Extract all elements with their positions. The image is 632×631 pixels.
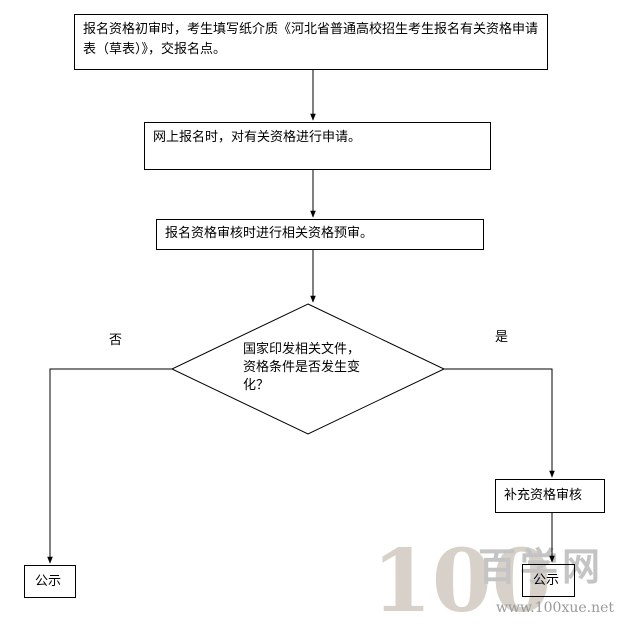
connector-no-branch <box>47 368 172 564</box>
watermark-url: www.100xue.net <box>496 600 614 616</box>
publicize-right-box: 公示 <box>522 564 575 597</box>
step1-text: 报名资格初审时，考生填写纸介质《河北省普通高校招生考生报名有关资格申请表（草表）… <box>83 22 539 57</box>
publicize-left-box: 公示 <box>24 565 76 598</box>
watermark: 100 百学网 www.100xue.net <box>372 531 614 631</box>
decision-diamond <box>170 303 446 435</box>
yes-label: 是 <box>495 330 509 345</box>
watermark-chinese: 百学网 <box>478 545 604 589</box>
step2-box: 网上报名时，对有关资格进行申请。 <box>144 122 491 170</box>
connector-yes-branch <box>444 368 555 478</box>
decision-text: 国家印发相关文件，资格条件是否发生变化？ <box>243 342 361 393</box>
step3-text: 报名资格审核时进行相关资格预审。 <box>165 226 374 241</box>
supplement-box: 补充资格审核 <box>495 479 605 513</box>
watermark-digits: 100 <box>372 531 552 631</box>
supplement-text: 补充资格审核 <box>504 488 583 503</box>
publicize-left-text: 公示 <box>35 574 62 589</box>
step3-box: 报名资格审核时进行相关资格预审。 <box>156 219 484 250</box>
no-label: 否 <box>109 333 123 348</box>
step2-text: 网上报名时，对有关资格进行申请。 <box>153 130 362 145</box>
step1-box: 报名资格初审时，考生填写纸介质《河北省普通高校招生考生报名有关资格申请表（草表）… <box>74 14 548 70</box>
publicize-right-text: 公示 <box>533 573 560 588</box>
